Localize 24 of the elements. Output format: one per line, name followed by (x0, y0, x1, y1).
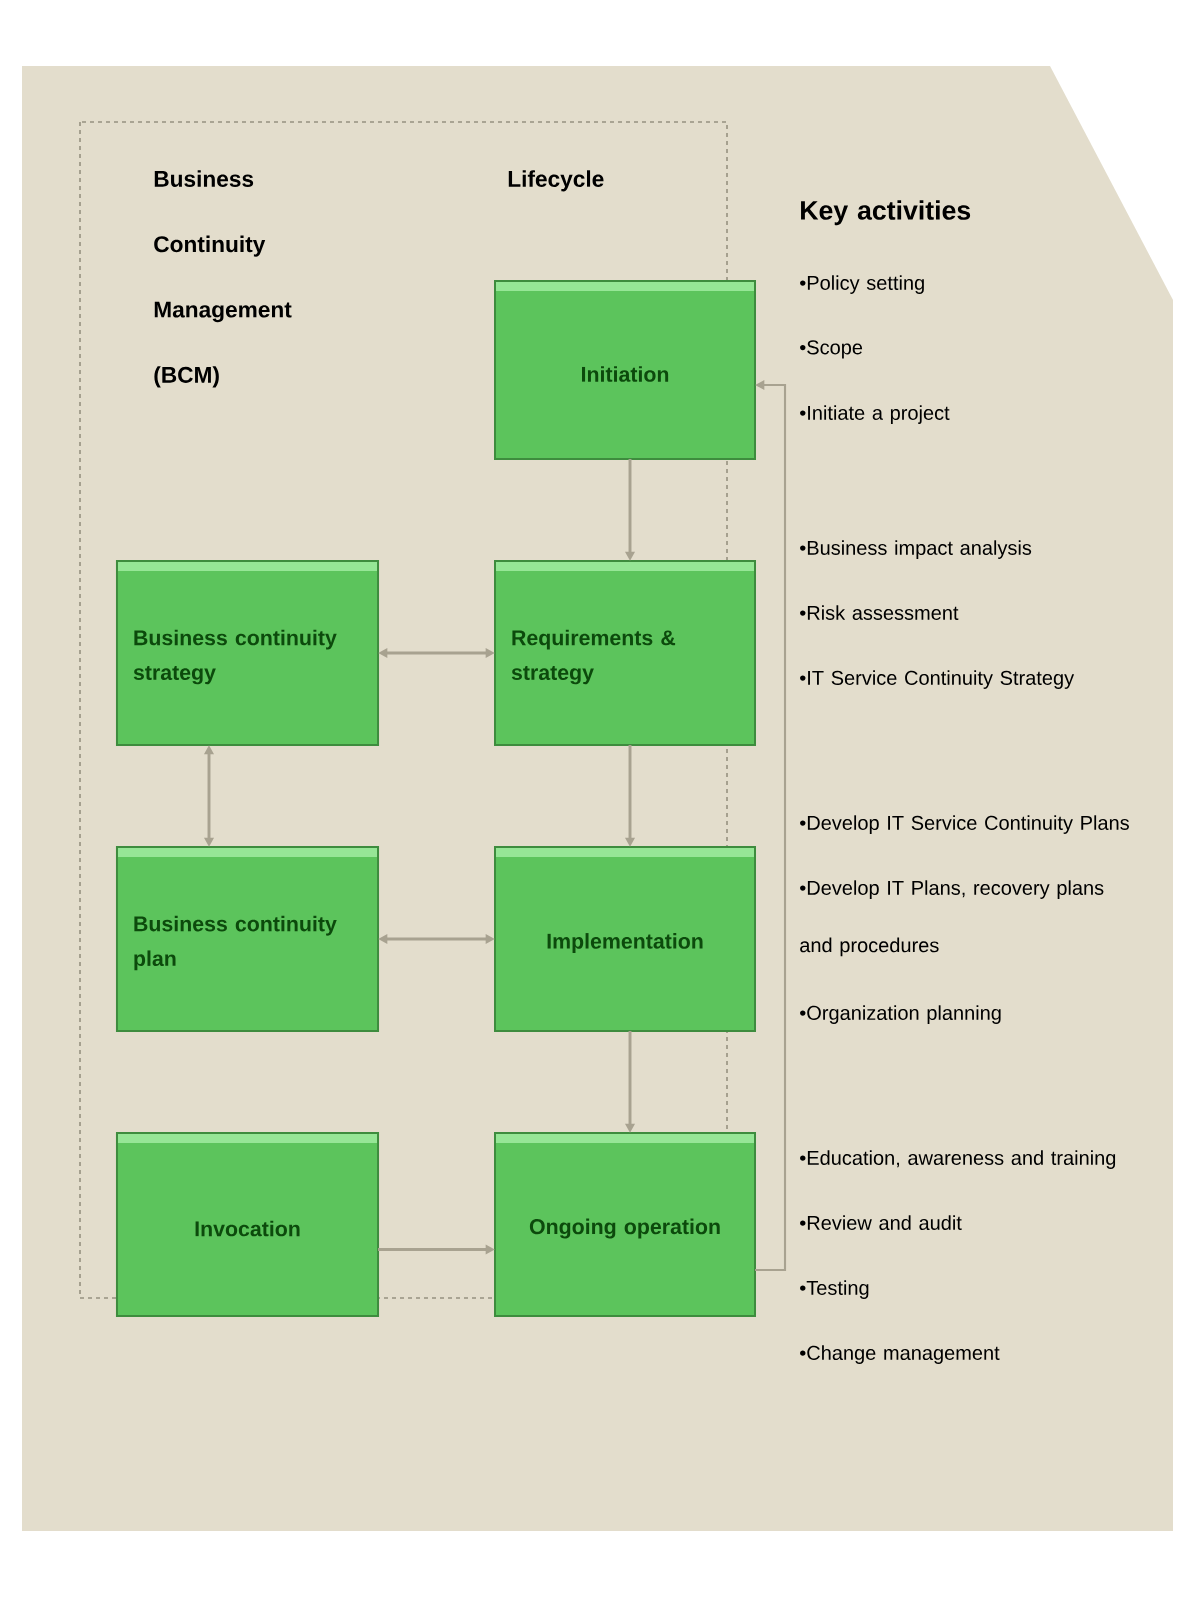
arrow (755, 380, 787, 1272)
bullet-item: •Develop IT Service Continuity Plans (800, 815, 1129, 834)
process-box: Business continuity strategy (115, 560, 380, 746)
bullet-item: •Initiate a project (800, 405, 950, 424)
process-box: Requirements & strategy (494, 560, 756, 746)
process-box: Business continuity plan (115, 846, 380, 1032)
process-box: Invocation (115, 1132, 380, 1317)
bullet-item: •Scope (800, 340, 863, 359)
heading: Business Continuity Management (BCM) (154, 170, 292, 388)
heading: Key activities (801, 200, 971, 226)
bullet-item: •Risk assessment (800, 605, 959, 620)
bullet-item: •Education, awareness and training (800, 1150, 1116, 1169)
bullet-item: •Policy setting (800, 275, 924, 294)
bullet-item: •Testing (800, 1280, 869, 1299)
bullet-item: •Change management (800, 1345, 1000, 1364)
process-box: Ongoing operation (494, 1132, 756, 1317)
bullet-item: •Review and audit (800, 1215, 962, 1230)
process-box: Initiation (494, 280, 756, 460)
heading: Lifecycle (508, 170, 604, 192)
bullet-item: •Develop IT Plans, recovery plans and procedures (800, 880, 1104, 957)
bullet-item: •Business impact analysis (800, 540, 1032, 559)
bullet-item: •Organization planning (800, 1005, 1001, 1024)
bullet-item: •IT Service Continuity Strategy (800, 670, 1075, 689)
process-box: Implementation (494, 846, 756, 1032)
